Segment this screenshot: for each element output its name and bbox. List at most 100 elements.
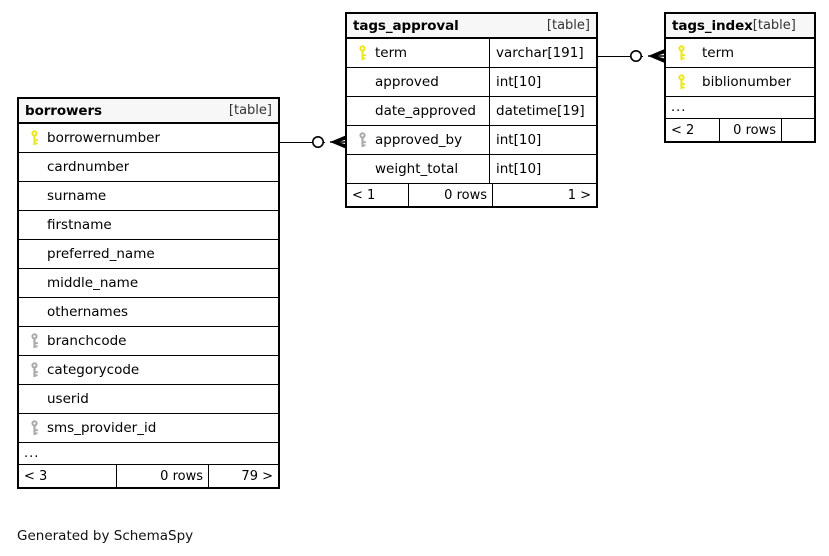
column-row[interactable]: preferred_name	[19, 240, 278, 269]
column-name: sms_provider_id	[47, 420, 157, 436]
foreign-key-icon	[30, 420, 38, 435]
key-indicator	[25, 420, 43, 436]
primary-key-icon	[358, 45, 366, 60]
foreign-key-icon	[30, 362, 38, 377]
column-name-cell: date_approved	[347, 97, 490, 125]
column-name: othernames	[47, 304, 129, 320]
column-row[interactable]: borrowernumber	[19, 124, 278, 153]
key-indicator	[25, 333, 43, 349]
column-name: firstname	[47, 217, 112, 233]
column-row[interactable]: term	[666, 39, 814, 68]
column-name-cell: weight_total	[347, 155, 490, 183]
key-indicator	[25, 362, 43, 378]
column-row[interactable]: cardnumber	[19, 153, 278, 182]
relationship-line	[280, 142, 325, 143]
table-footer-tags-approval: < 1 0 rows 1 >	[347, 184, 596, 206]
column-name: approved	[375, 74, 439, 90]
column-name: term	[375, 45, 408, 61]
column-name: preferred_name	[47, 246, 155, 262]
footer-next-button[interactable]: 79 >	[241, 468, 273, 484]
table-columns-borrowers: borrowernumber cardnumber surname firstname…	[19, 124, 278, 443]
column-name-cell: borrowernumber	[19, 124, 278, 152]
column-row[interactable]: approved_by int[10]	[347, 126, 596, 155]
table-footer-tags-index: < 2 0 rows	[666, 119, 814, 141]
column-name: weight_total	[375, 161, 459, 177]
crowsfoot-icon	[330, 134, 348, 150]
table-tags-approval[interactable]: tags_approval [table] term varchar[191] ap…	[345, 12, 598, 208]
key-indicator	[353, 45, 371, 61]
column-name: date_approved	[375, 103, 476, 119]
column-type: varchar[191]	[496, 45, 584, 61]
column-name-cell: middle_name	[19, 269, 278, 297]
column-type: int[10]	[496, 132, 542, 148]
footer-row-count: 0 rows	[720, 119, 782, 141]
column-name: term	[702, 45, 735, 61]
column-name: biblionumber	[702, 74, 792, 90]
key-indicator	[672, 45, 690, 61]
table-footer-borrowers: < 3 0 rows 79 >	[19, 465, 278, 487]
column-name-cell: preferred_name	[19, 240, 278, 268]
column-row[interactable]: firstname	[19, 211, 278, 240]
column-name-cell: cardnumber	[19, 153, 278, 181]
table-header-borrowers: borrowers [table]	[19, 99, 278, 124]
column-name: cardnumber	[47, 159, 130, 175]
foreign-key-icon	[358, 132, 366, 147]
column-name: categorycode	[47, 362, 140, 378]
column-row[interactable]: userid	[19, 385, 278, 414]
footer-row-count: 0 rows	[117, 465, 209, 487]
more-columns-indicator: ...	[19, 443, 278, 465]
column-name-cell: surname	[19, 182, 278, 210]
column-name-cell: approved	[347, 68, 490, 96]
footer-prev-button[interactable]: < 2	[666, 119, 720, 141]
column-name: middle_name	[47, 275, 139, 291]
key-indicator	[25, 130, 43, 146]
table-borrowers[interactable]: borrowers [table] borrowernumber cardnumb…	[17, 97, 280, 489]
primary-key-icon	[30, 130, 38, 145]
column-row[interactable]: biblionumber	[666, 68, 814, 97]
column-row[interactable]: branchcode	[19, 327, 278, 356]
table-type-tag: [table]	[228, 103, 272, 118]
column-name-cell: biblionumber	[666, 68, 814, 96]
optional-marker-icon	[311, 136, 324, 148]
footer-next-button[interactable]: 1 >	[567, 187, 591, 203]
table-header-tags-approval: tags_approval [table]	[347, 14, 596, 39]
column-row[interactable]: surname	[19, 182, 278, 211]
column-name-cell: term	[347, 39, 490, 67]
column-name-cell: firstname	[19, 211, 278, 239]
column-name-cell: sms_provider_id	[19, 414, 278, 442]
column-row[interactable]: middle_name	[19, 269, 278, 298]
table-name: borrowers	[25, 102, 102, 119]
table-name: tags_index	[672, 17, 753, 34]
table-header-tags-index: tags_index [table]	[666, 14, 814, 39]
column-row[interactable]: term varchar[191]	[347, 39, 596, 68]
key-indicator	[353, 132, 371, 148]
relationship-borrowers-tags-approval	[280, 132, 348, 152]
column-name: approved_by	[375, 132, 463, 148]
column-row[interactable]: categorycode	[19, 356, 278, 385]
primary-key-icon	[677, 74, 685, 89]
table-name: tags_approval	[353, 17, 459, 34]
column-name-cell: othernames	[19, 298, 278, 326]
footer-next-button[interactable]	[782, 119, 814, 141]
footer-prev-button[interactable]: < 3	[19, 465, 117, 487]
column-name: branchcode	[47, 333, 127, 349]
primary-key-icon	[677, 45, 685, 60]
key-indicator	[672, 74, 690, 90]
optional-marker-icon	[629, 50, 642, 62]
column-name: userid	[47, 391, 89, 407]
generator-credit: Generated by SchemaSpy	[17, 528, 194, 544]
column-name-cell: categorycode	[19, 356, 278, 384]
table-columns-tags-index: term biblionumber	[666, 39, 814, 97]
column-row[interactable]: othernames	[19, 298, 278, 327]
column-name-cell: approved_by	[347, 126, 490, 154]
column-row[interactable]: sms_provider_id	[19, 414, 278, 443]
crowsfoot-icon	[648, 48, 666, 64]
footer-prev-button[interactable]: < 1	[347, 184, 409, 206]
more-columns-indicator: ...	[666, 97, 814, 119]
column-name: borrowernumber	[47, 130, 161, 146]
